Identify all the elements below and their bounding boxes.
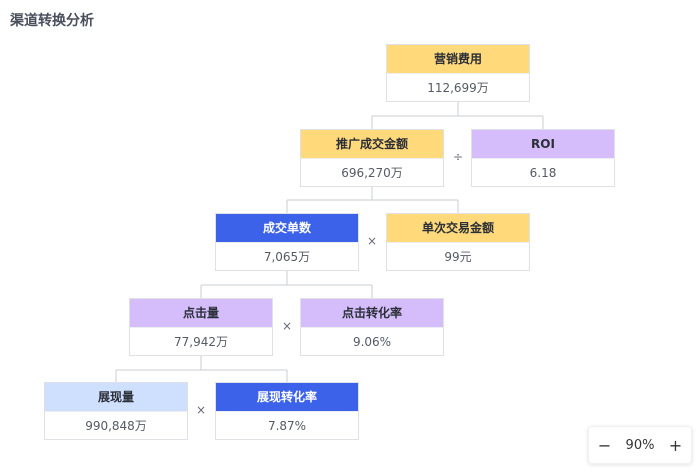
node-label: 展现转化率 <box>216 383 358 411</box>
node-label: 点击转化率 <box>301 299 443 327</box>
node-roi[interactable]: ROI 6.18 <box>471 129 615 187</box>
node-avg-order-value[interactable]: 单次交易金额 99元 <box>386 213 530 271</box>
node-value: 696,270万 <box>301 158 443 186</box>
zoom-in-button[interactable]: + <box>668 435 683 455</box>
zoom-level: 90% <box>625 437 655 453</box>
node-impressions[interactable]: 展现量 990,848万 <box>44 382 188 440</box>
node-value: 99元 <box>387 242 529 270</box>
multiply-operator: × <box>281 319 293 333</box>
node-label: 展现量 <box>45 383 187 411</box>
node-impression-conversion-rate[interactable]: 展现转化率 7.87% <box>215 382 359 440</box>
node-label: 单次交易金额 <box>387 214 529 242</box>
node-value: 9.06% <box>301 327 443 355</box>
node-click-conversion-rate[interactable]: 点击转化率 9.06% <box>300 298 444 356</box>
node-value: 112,699万 <box>387 73 529 101</box>
node-label: ROI <box>472 130 614 158</box>
multiply-operator: × <box>195 403 207 417</box>
node-value: 990,848万 <box>45 411 187 439</box>
divide-operator: ÷ <box>452 150 464 164</box>
node-label: 成交单数 <box>216 214 358 242</box>
node-clicks[interactable]: 点击量 77,942万 <box>129 298 273 356</box>
node-label: 推广成交金额 <box>301 130 443 158</box>
page-title: 渠道转换分析 <box>10 13 94 29</box>
zoom-out-button[interactable]: − <box>597 435 612 455</box>
zoom-control: − 90% + <box>588 426 692 464</box>
node-orders[interactable]: 成交单数 7,065万 <box>215 213 359 271</box>
node-label: 营销费用 <box>387 45 529 73</box>
node-gmv[interactable]: 推广成交金额 696,270万 <box>300 129 444 187</box>
node-value: 77,942万 <box>130 327 272 355</box>
multiply-operator: × <box>366 234 378 248</box>
node-label: 点击量 <box>130 299 272 327</box>
node-value: 7,065万 <box>216 242 358 270</box>
node-value: 6.18 <box>472 158 614 186</box>
node-marketing-cost[interactable]: 营销费用 112,699万 <box>386 44 530 102</box>
node-value: 7.87% <box>216 411 358 439</box>
